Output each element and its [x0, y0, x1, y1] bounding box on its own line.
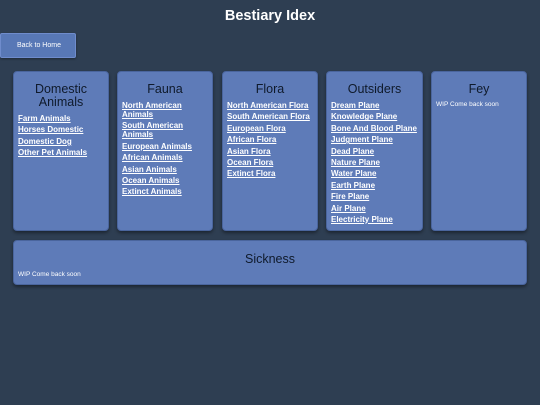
- card-title-sickness: Sickness: [244, 252, 296, 266]
- link-north-american-animals[interactable]: North American Animals: [122, 101, 182, 119]
- link-dead-plane[interactable]: Dead Plane: [331, 146, 375, 156]
- outsiders-links: Dream Plane Knowledge Plane Bone And Blo…: [327, 101, 422, 224]
- link-nature-plane[interactable]: Nature Plane: [331, 157, 380, 167]
- link-domestic-dog[interactable]: Domestic Dog: [18, 136, 72, 146]
- link-south-american-flora[interactable]: South American Flora: [227, 112, 310, 122]
- link-extinct-animals[interactable]: Extinct Animals: [122, 187, 182, 197]
- fey-wip-note: WIP Come back soon: [436, 101, 499, 108]
- link-african-animals[interactable]: African Animals: [122, 153, 183, 163]
- card-title-fauna: Fauna: [147, 82, 183, 96]
- card-sickness: Sickness WIP Come back soon: [13, 240, 527, 285]
- fauna-links: North American Animals South American An…: [118, 101, 212, 196]
- link-dream-plane[interactable]: Dream Plane: [331, 101, 380, 110]
- link-air-plane[interactable]: Air Plane: [331, 203, 366, 213]
- link-ocean-flora[interactable]: Ocean Flora: [227, 157, 274, 167]
- link-other-pet-animals[interactable]: Other Pet Animals: [18, 148, 88, 158]
- link-european-animals[interactable]: European Animals: [122, 141, 192, 151]
- link-african-flora[interactable]: African Flora: [227, 135, 277, 145]
- link-bone-and-blood-plane[interactable]: Bone And Blood Plane: [331, 123, 417, 133]
- card-outsiders: Outsiders Dream Plane Knowledge Plane Bo…: [326, 71, 423, 231]
- link-water-plane[interactable]: Water Plane: [331, 169, 377, 179]
- card-fey: Fey WIP Come back soon: [431, 71, 527, 231]
- card-fauna: Fauna North American Animals South Ameri…: [117, 71, 213, 231]
- link-north-american-flora[interactable]: North American Flora: [227, 101, 309, 110]
- card-title-fey: Fey: [468, 82, 490, 96]
- card-title-domestic-animals: Domestic Animals: [34, 82, 88, 109]
- link-extinct-flora[interactable]: Extinct Flora: [227, 169, 276, 179]
- link-electricity-plane[interactable]: Electricity Plane: [331, 214, 393, 224]
- link-farm-animals[interactable]: Farm Animals: [18, 114, 71, 123]
- link-horses-domestic[interactable]: Horses Domestic: [18, 125, 84, 135]
- page-title: Bestiary Idex: [224, 8, 316, 24]
- link-ocean-animals[interactable]: Ocean Animals: [122, 175, 180, 185]
- card-flora: Flora North American Flora South America…: [222, 71, 318, 231]
- link-knowledge-plane[interactable]: Knowledge Plane: [331, 112, 398, 122]
- domestic-animals-links: Farm Animals Horses Domestic Domestic Do…: [14, 114, 108, 157]
- link-european-flora[interactable]: European Flora: [227, 123, 286, 133]
- link-judgment-plane[interactable]: Judgment Plane: [331, 135, 393, 145]
- flora-links: North American Flora South American Flor…: [223, 101, 317, 178]
- link-earth-plane[interactable]: Earth Plane: [331, 180, 376, 190]
- link-south-american-animals[interactable]: South American Animals: [122, 121, 184, 140]
- link-asian-animals[interactable]: Asian Animals: [122, 164, 177, 174]
- sickness-wip-note: WIP Come back soon: [18, 271, 81, 278]
- link-fire-plane[interactable]: Fire Plane: [331, 192, 370, 202]
- card-domestic-animals: Domestic Animals Farm Animals Horses Dom…: [13, 71, 109, 231]
- card-title-flora: Flora: [255, 82, 285, 96]
- card-title-outsiders: Outsiders: [347, 82, 402, 96]
- link-asian-flora[interactable]: Asian Flora: [227, 146, 271, 156]
- back-to-home-button[interactable]: Back to Home: [0, 33, 76, 58]
